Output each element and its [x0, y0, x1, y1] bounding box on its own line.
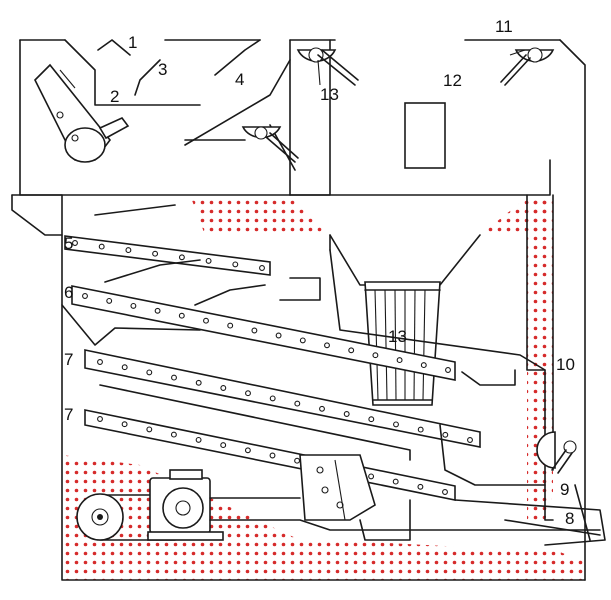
callout-4: 4 — [235, 70, 244, 89]
screen-perforation — [244, 447, 251, 454]
screen-perforation — [125, 247, 132, 254]
callout-3: 3 — [158, 60, 167, 79]
screen-perforation — [245, 390, 251, 397]
callout-6: 6 — [64, 283, 73, 302]
screen-perforation — [275, 332, 282, 339]
screen-holes — [72, 240, 473, 495]
screen-perforation — [372, 352, 379, 359]
screen-perforation — [393, 421, 399, 428]
screen-perforation — [269, 395, 276, 402]
screen-perforation — [178, 312, 185, 319]
inspection-window — [404, 102, 446, 169]
screen-perforation — [195, 436, 202, 443]
screen-perforation — [368, 473, 375, 480]
screen-perforation — [154, 307, 161, 314]
screen-perforation — [146, 369, 153, 376]
callout-1: 1 — [128, 33, 137, 52]
callout-leaders — [317, 49, 526, 86]
chute-plates — [61, 249, 546, 541]
screen-perforation — [259, 265, 265, 271]
dotted-region-upper-mid — [190, 195, 330, 235]
callout-7a: 7 — [64, 350, 73, 369]
screen-perforation — [220, 442, 227, 449]
screen-perforation — [220, 385, 227, 391]
screen-perforation — [299, 337, 306, 344]
screen-perforation — [121, 364, 128, 371]
fan-upper-center — [296, 47, 359, 86]
screen-perforation — [251, 327, 258, 334]
screen-perforation — [420, 362, 427, 369]
screen-perforation — [396, 357, 403, 364]
callout-labels: 1 2 3 4 5 6 7 7 8 9 10 11 12 13 13 — [64, 17, 575, 528]
screen-perforation — [368, 416, 375, 423]
screen-perforation — [152, 250, 159, 257]
screen-perforation — [294, 400, 301, 407]
outlet-spout — [454, 484, 606, 546]
callout-2: 2 — [110, 87, 119, 106]
fan-upper-right — [500, 47, 555, 86]
screen-perforation — [121, 421, 128, 428]
screen-perforation — [417, 426, 424, 433]
callout-5: 5 — [64, 234, 73, 253]
screen-perforation — [294, 457, 301, 464]
vertical-grate — [364, 281, 441, 406]
screen-perforation — [442, 431, 449, 438]
screen-perforation — [106, 297, 113, 304]
screen-perforation — [392, 478, 399, 485]
screen-perforation — [319, 405, 325, 412]
screen-deck-7a — [84, 349, 481, 448]
housing-outline — [11, 39, 586, 581]
screen-deck-6 — [71, 285, 456, 381]
screen-perforation — [442, 489, 448, 495]
fan-lower-right — [536, 431, 577, 474]
screen-perforation — [146, 426, 153, 433]
callout-9: 9 — [560, 480, 569, 499]
screen-perforation — [205, 257, 212, 264]
screen-perforation — [232, 261, 239, 268]
callout-7b: 7 — [64, 405, 73, 424]
screen-perforation — [170, 431, 177, 438]
screen-perforation — [97, 416, 103, 422]
screen-perforation — [195, 379, 202, 386]
screen-perforation — [82, 293, 88, 299]
callout-13a: 13 — [320, 85, 339, 104]
callout-11: 11 — [495, 17, 513, 36]
screen-perforation — [227, 322, 234, 329]
central-hopper — [329, 234, 481, 286]
fan-middle-left — [241, 126, 299, 163]
screen-perforation — [348, 347, 355, 354]
drive-assembly — [76, 469, 601, 541]
dotted-region-right-wall — [527, 195, 553, 520]
callout-8: 8 — [565, 509, 574, 528]
screen-perforation — [130, 302, 137, 309]
screen-perforation — [178, 254, 185, 261]
callout-12: 12 — [443, 71, 462, 90]
cam-lever-mechanism — [34, 63, 130, 163]
screen-perforation — [98, 243, 105, 250]
screen-perforation — [171, 374, 177, 381]
screen-perforation — [97, 359, 103, 365]
callout-10: 10 — [556, 355, 575, 374]
screen-perforation — [72, 240, 78, 246]
screen-perforation — [343, 411, 350, 417]
screen-perforation — [269, 452, 276, 459]
screen-perforation — [467, 437, 473, 443]
screen-perforation — [203, 317, 209, 324]
screen-perforation — [445, 367, 451, 373]
upper-baffles — [64, 39, 296, 216]
screen-perforation — [417, 483, 424, 490]
linkage-plate — [299, 454, 376, 521]
callout-13b: 13 — [388, 327, 407, 346]
screen-perforation — [324, 342, 330, 349]
screen-deck-5 — [64, 235, 271, 276]
dotted-region-floor — [62, 455, 585, 580]
